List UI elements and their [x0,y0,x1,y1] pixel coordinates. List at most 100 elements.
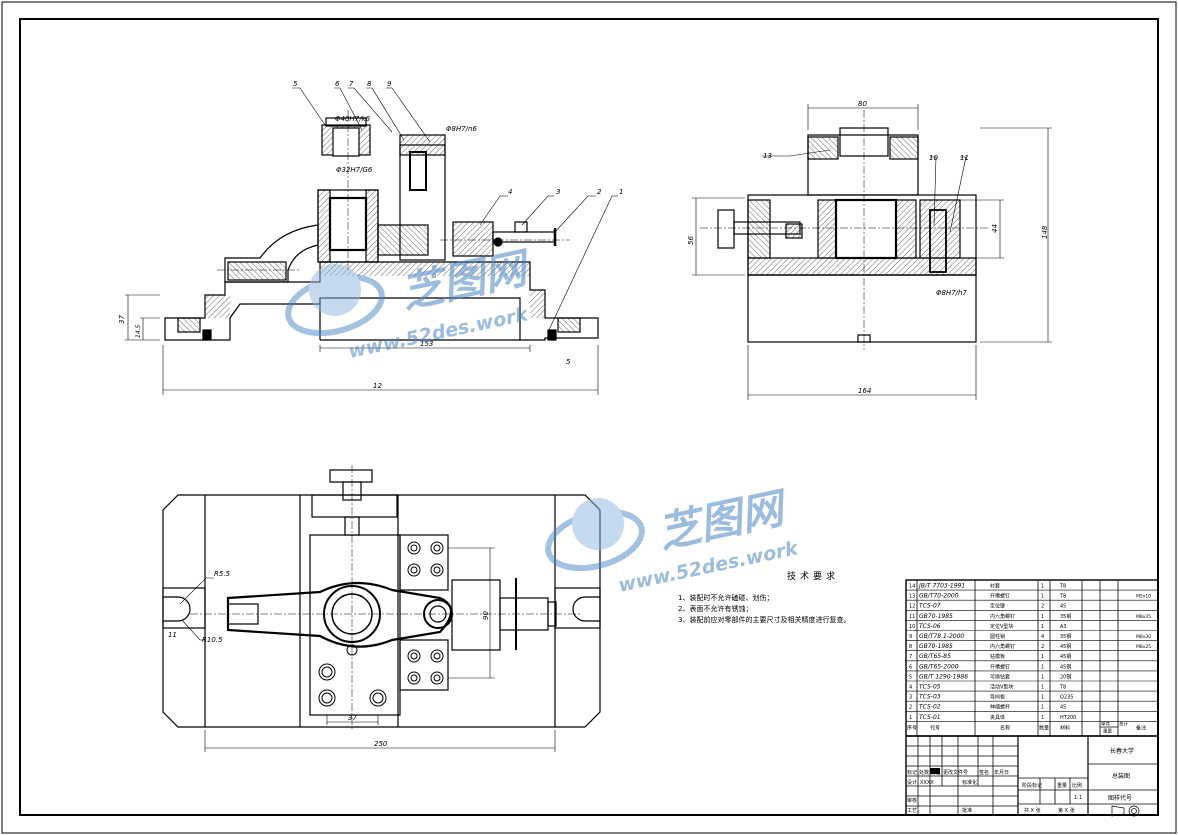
inner-border [19,18,1159,816]
bom-header-weight: 重量 [1103,727,1112,734]
tb-process: 工艺 [907,808,917,814]
front-view-dimensions [125,294,599,395]
bom-cell-code: GB/T 1290-1986 [919,673,968,680]
tb-weight: 重量 [1057,782,1067,789]
dim-r10-5: R10.5 [202,636,223,644]
tb-sign: 签名 [979,769,989,776]
bom-cell-qty: 4 [1041,634,1044,640]
dim-80: 80 [858,100,867,108]
side-view [700,110,990,350]
bom-cell-no: 1 [909,715,912,721]
bom-header-no: 序号 [907,724,917,731]
bom-cell-qty: 2 [1041,604,1044,610]
bom-cell-qty: 1 [1041,685,1044,691]
balloon-13: 13 [763,152,772,160]
fit-32-h7-g6: Φ32H7/G6 [336,166,373,174]
bom-header-qty: 数量 [1039,724,1049,731]
bom-cell-material: 35钢 [1060,613,1071,620]
balloon-8: 8 [367,80,372,88]
dim-148: 148 [1041,225,1049,239]
tb-drawing-no-label: 图样代号 [1108,794,1132,802]
tb-review: 审核 [907,797,917,804]
bom-cell-no: 12 [909,604,915,610]
fit-40-h7-k6: Φ40H7/k6 [335,115,371,123]
balloon-5: 5 [293,80,298,88]
bom-cell-no: 6 [909,664,912,670]
dim-164: 164 [858,387,871,395]
bom-cell-qty: 1 [1041,614,1044,620]
tb-sheet-no: 第 X 张 [1058,807,1075,814]
bom-cell-note: M8x30 [1136,634,1151,640]
tech-req-item: 1、装配时不允许磕碰、划伤； [678,594,774,602]
bom-cell-name: 导向板 [990,694,1005,701]
bom-cell-material: 45 [1060,604,1066,610]
bom-cell-code: TCS-01 [919,714,941,721]
bom-header-code: 代号 [930,724,940,731]
balloon-11: 11 [960,154,969,162]
bom-cell-no: 13 [909,594,915,600]
bom-cell-material: 45钢 [1060,653,1071,660]
dim-44: 44 [991,224,999,233]
fit-8-h7-h7: Φ8H7/h7 [936,289,967,297]
bom-cell-code: GB/T78.1-2000 [919,633,964,640]
bom-header-total: 总计 [1119,720,1128,727]
bom-cell-code: GB70-1985 [919,643,953,650]
bom-cell-code: GB/T70-2000 [919,593,959,600]
bom-cell-material: T8 [1059,584,1066,590]
bom-cell-name: 活动V型块 [990,684,1013,691]
bom-cell-code: GB/T65-2000 [919,663,959,670]
bom-cell-code: TCS-05 [919,684,941,691]
dim-37: 37 [118,315,126,324]
bom-cell-qty: 1 [1041,584,1044,590]
bom-cell-qty: 1 [1041,705,1044,711]
front-view-leaders [292,87,618,333]
bom-cell-qty: 1 [1041,654,1044,660]
bom-cell-name: 钻模板 [990,653,1005,660]
tb-scale: 比例 [1072,782,1082,789]
balloon-3: 3 [556,188,560,196]
bom-cell-material: T8 [1059,594,1066,600]
balloon-9: 9 [387,80,392,88]
bom-cell-no: 4 [909,685,912,691]
bom-cell-qty: 1 [1041,715,1044,721]
tb-mark: 标记 [907,769,917,776]
bom-cell-qty: 2 [1041,644,1044,650]
tb-sheet-of: 共 X 张 [1024,807,1041,814]
bom-cell-note: M8x35 [1136,614,1151,620]
bom-cell-name: 内六角螺钉 [990,613,1015,620]
title-block [905,735,1159,816]
bom-cell-material: 45钢 [1060,663,1071,670]
dim-14-5: 14.5 [135,324,142,338]
bom-cell-note: M8x25 [1136,644,1151,650]
bom-header-unit: 单件 [1101,720,1110,727]
title-block-fill-mark [930,768,940,774]
tech-req-item: 3、装配前应对零部件的主要尺寸及相关精度进行复查。 [678,616,851,624]
bom-cell-no: 3 [909,695,912,701]
bom-cell-code: TCS-06 [919,623,941,630]
bom-cell-no: 2 [909,705,912,711]
bom-cell-material: HT200 [1060,715,1076,721]
bom-cell-no: 11 [909,614,915,620]
bom-cell-qty: 1 [1041,695,1044,701]
bom-cell-no: 7 [909,654,912,660]
bom-cell-material: A3 [1060,624,1067,630]
bom-cell-no: 8 [909,644,912,650]
bom-cell-name: 可换钻套 [990,673,1010,680]
bom-cell-qty: 1 [1041,624,1044,630]
balloon-7: 7 [349,80,354,88]
dim-r5-5: R5.5 [214,570,231,578]
tb-stage-mark: 阶段标记 [1022,782,1042,789]
tb-change-doc: 更改文件号 [943,769,968,776]
bom-cell-name: 伸缩螺杆 [990,704,1010,711]
bom-cell-name: 圆柱销 [990,633,1005,640]
side-view-dimensions [692,104,1052,400]
tb-school: 长春大学 [1110,747,1134,755]
bom-cell-name: 内六角螺钉 [990,643,1015,650]
front-view [164,110,599,341]
dim-13: 5 [566,358,571,366]
projection-symbol [1111,805,1140,817]
fit-8-h7-n6: Φ8H7/n6 [446,125,477,133]
bom-cell-material: 35钢 [1060,633,1071,640]
balloon-1: 1 [619,188,623,196]
